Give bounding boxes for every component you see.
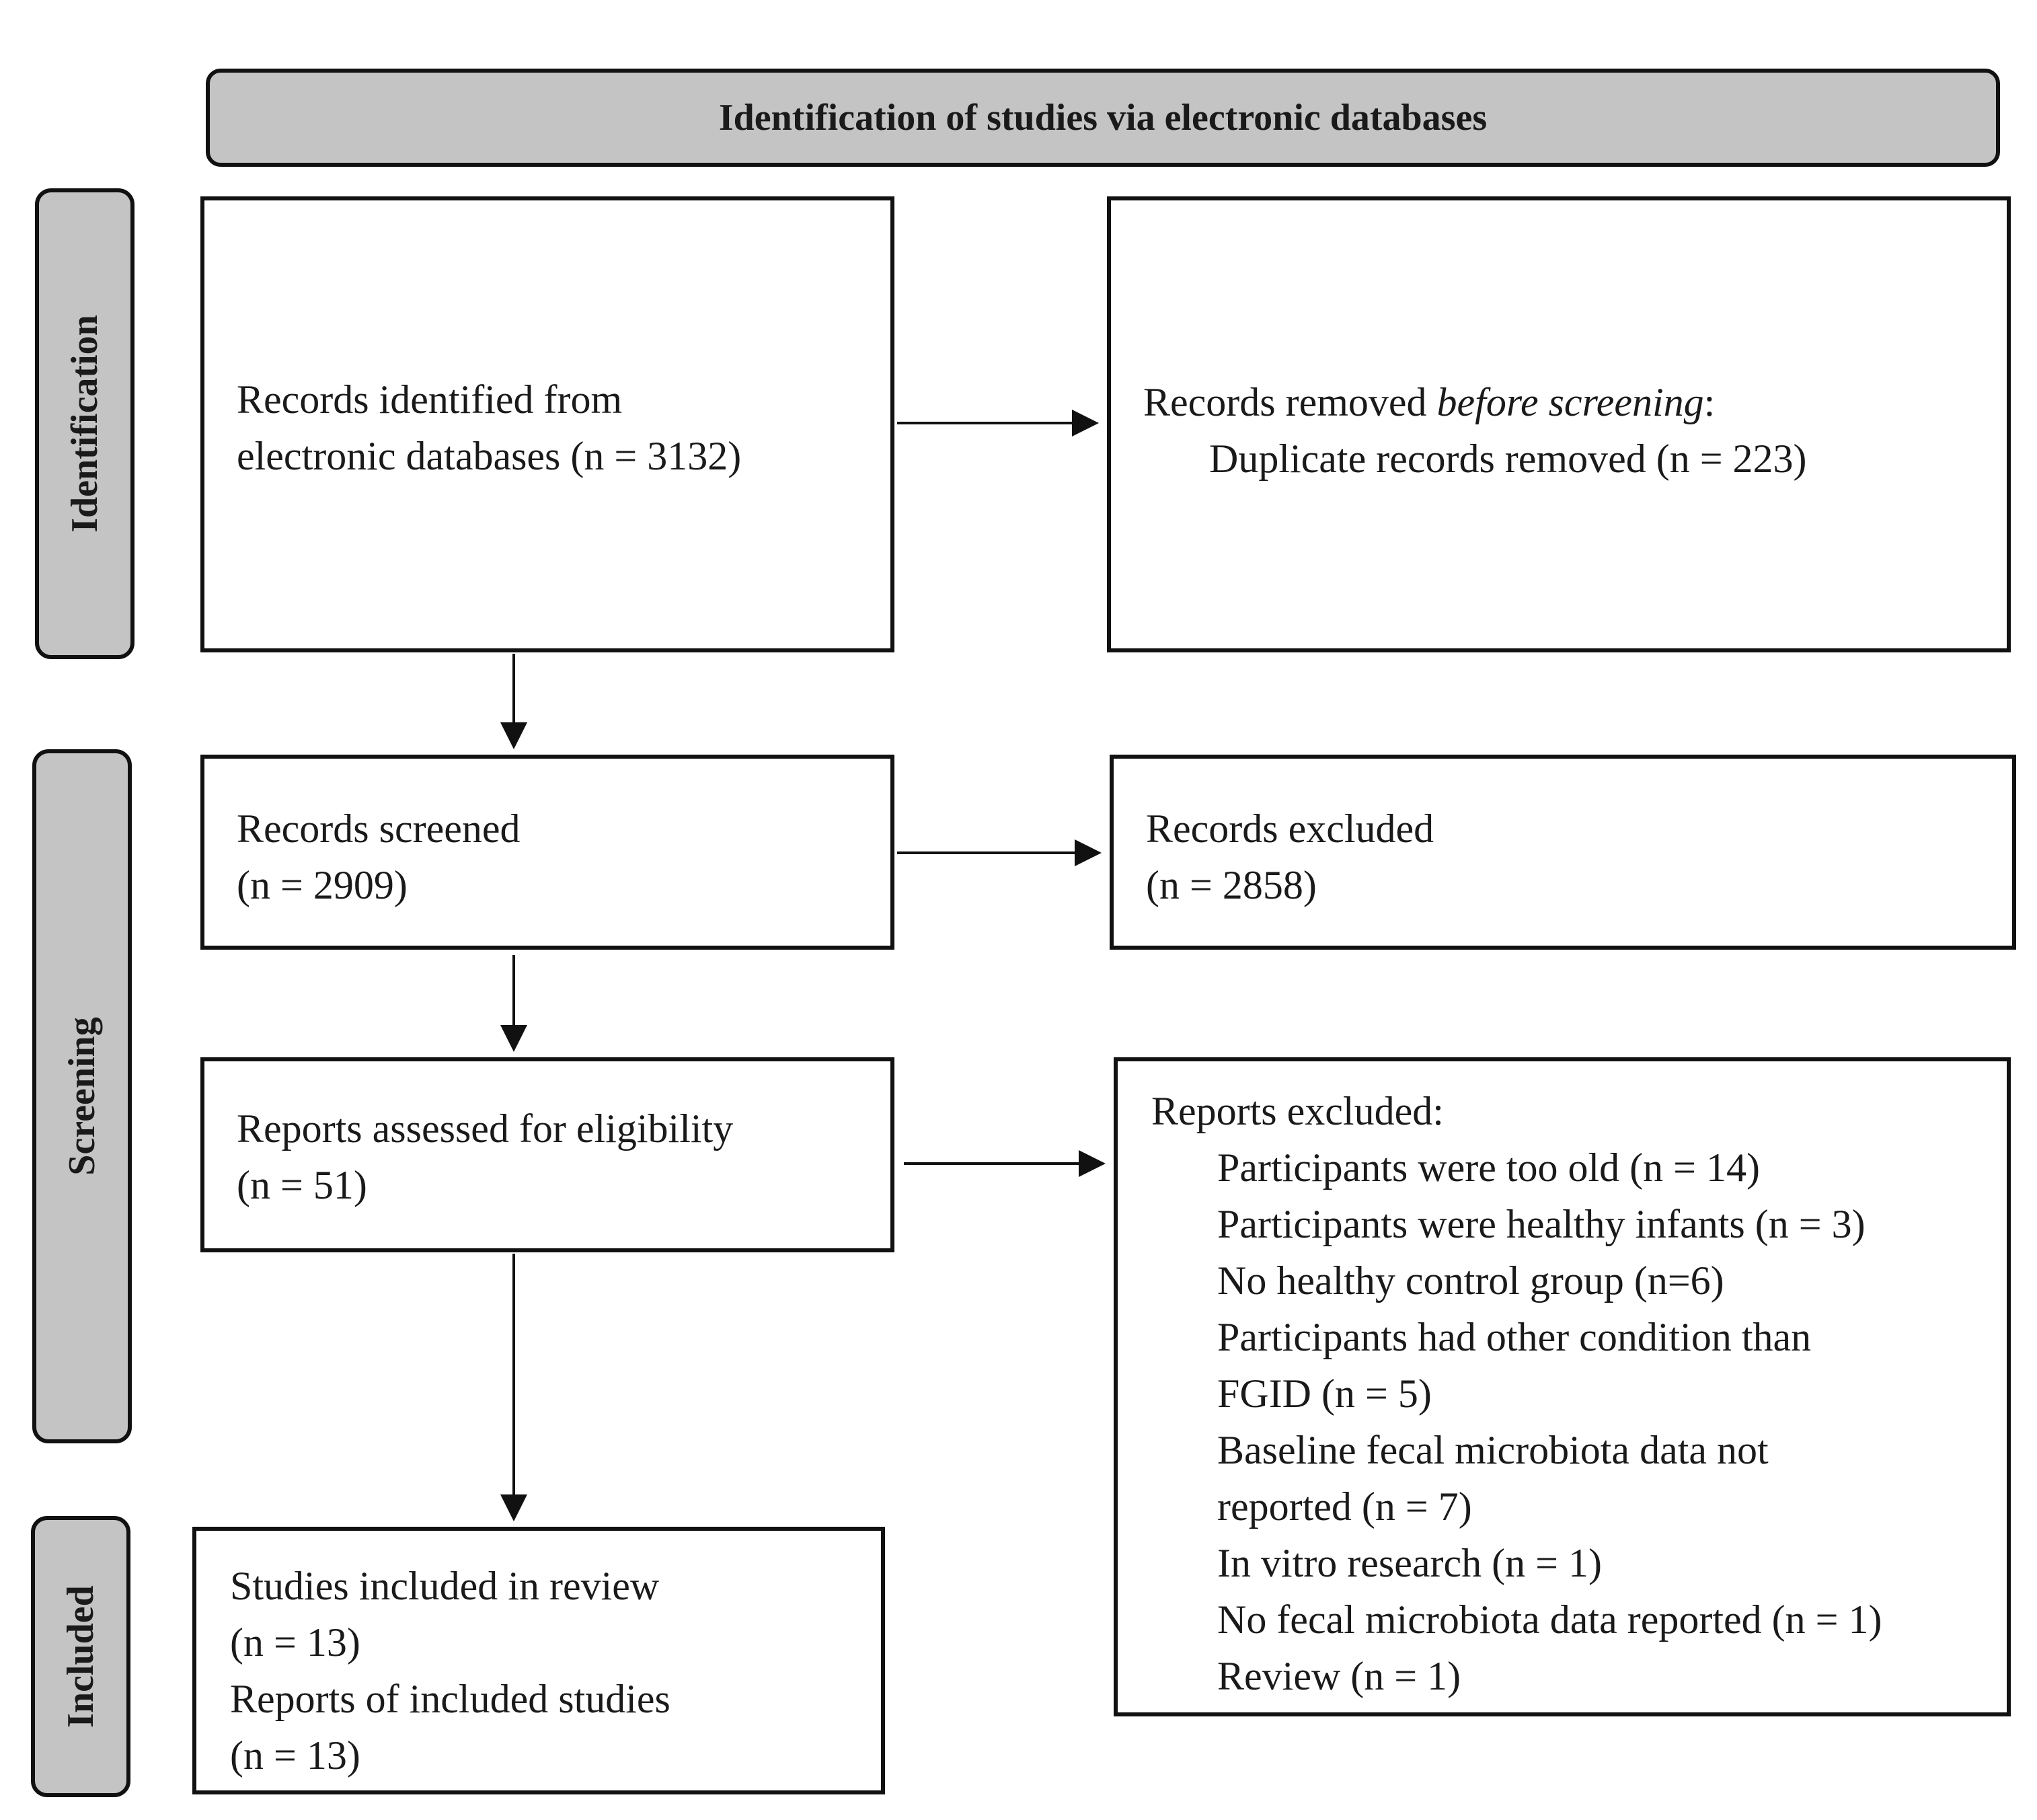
records-screened-line2: (n = 2909) [237,863,408,907]
reports-excluded-box [1114,1057,2011,1716]
reports-excluded-item: Participants were healthy infants (n = 3… [1217,1202,1866,1246]
reports-excluded-item: No fecal microbiota data reported (n = 1… [1217,1597,1882,1642]
reports-excluded-item: Participants had other condition than [1217,1315,1812,1359]
records-identified-line1: Records identified from [237,377,623,422]
records-removed-line1: Records removed before screening: [1143,374,1807,430]
reports-excluded-text: Reports excluded: Participants were too … [1151,1083,1882,1704]
reports-assessed-text: Reports assessed for eligibility (n = 51… [237,1100,733,1213]
records-removed-text: Records removed before screening: Duplic… [1143,374,1807,487]
records-excluded-line1: Records excluded [1146,806,1434,851]
reports-excluded-item: No healthy control group (n=6) [1217,1258,1724,1303]
reports-excluded-item: In vitro research (n = 1) [1217,1541,1602,1585]
reports-assessed-line2: (n = 51) [237,1163,367,1207]
records-excluded-text: Records excluded (n = 2858) [1146,800,1434,913]
records-removed-italic: before screening [1436,380,1704,424]
records-excluded-box [1110,755,2016,950]
phase-tab-identification: Identification [35,188,134,659]
included-line3: Reports of included studies [230,1677,670,1721]
included-line4: (n = 13) [230,1733,360,1778]
records-removed-box [1107,196,2011,652]
records-identified-line2: electronic databases (n = 3132) [237,434,742,478]
records-screened-line1: Records screened [237,806,521,851]
header-title: Identification of studies via electronic… [718,97,1488,139]
reports-excluded-item: Review (n = 1) [1217,1654,1461,1698]
header-banner: Identification of studies via electronic… [206,69,2000,167]
included-box [192,1527,885,1794]
included-line1: Studies included in review [230,1564,660,1608]
reports-excluded-item: Baseline fecal microbiota data not [1217,1428,1769,1472]
records-removed-suffix: : [1703,380,1716,424]
records-removed-line2: Duplicate records removed (n = 223) [1209,437,1807,481]
records-excluded-line2: (n = 2858) [1146,863,1317,907]
reports-excluded-item: reported (n = 7) [1217,1484,1472,1529]
records-removed-prefix: Records removed [1143,380,1437,424]
included-text: Studies included in review (n = 13) Repo… [230,1558,670,1784]
reports-excluded-title: Reports excluded: [1151,1089,1444,1133]
reports-assessed-line1: Reports assessed for eligibility [237,1106,734,1151]
reports-excluded-item: Participants were too old (n = 14) [1217,1145,1760,1190]
records-screened-box [200,755,894,950]
reports-assessed-box [200,1057,894,1252]
phase-tab-screening: Screening [32,749,132,1443]
reports-excluded-item: FGID (n = 5) [1217,1371,1432,1416]
included-line2: (n = 13) [230,1620,360,1665]
phase-tab-included: Included [31,1516,130,1797]
records-identified-box [200,196,894,652]
records-identified-text: Records identified from electronic datab… [237,371,741,484]
records-screened-text: Records screened (n = 2909) [237,800,520,913]
